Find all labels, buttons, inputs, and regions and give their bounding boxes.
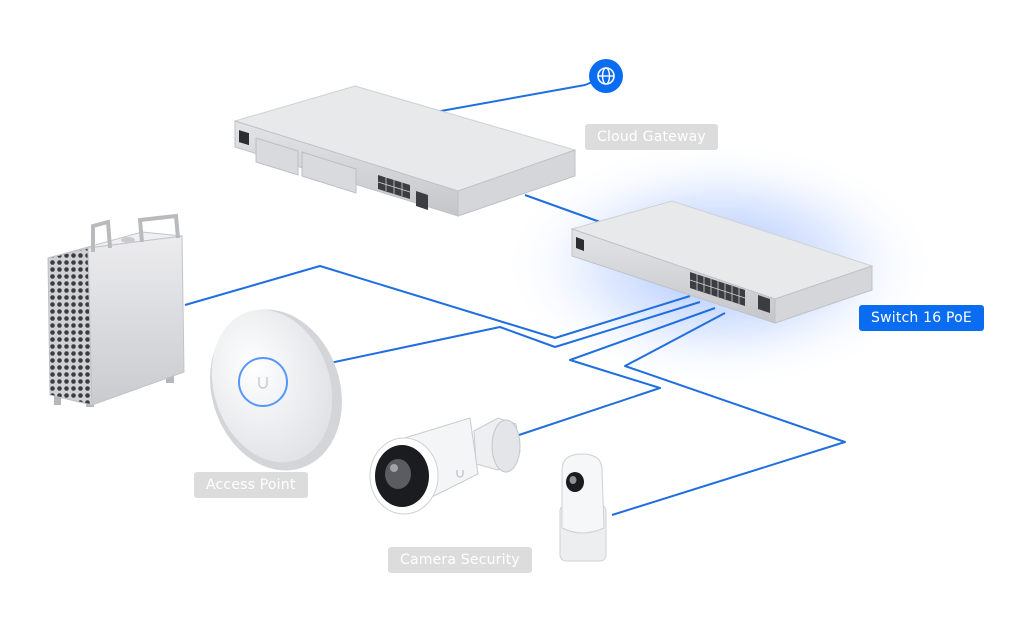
- flex-camera-device: [559, 453, 607, 562]
- camera-security-label: Camera Security: [388, 547, 532, 573]
- computer-tower: [47, 213, 185, 407]
- globe-icon[interactable]: [589, 59, 623, 93]
- cloud-gateway-label: Cloud Gateway: [585, 124, 718, 150]
- access-point-label: Access Point: [194, 472, 308, 498]
- cable-camera-flex: [611, 312, 846, 516]
- access-point-device: [210, 309, 342, 471]
- cable-computer: [184, 265, 691, 339]
- cable-gateway-switch: [524, 194, 601, 223]
- switch-16-poe-device: [570, 200, 874, 324]
- cloud-gateway-device: [233, 85, 577, 217]
- cable-camera-bullet: [509, 307, 716, 439]
- bullet-camera-device: [369, 417, 521, 515]
- cable-access-point: [291, 301, 701, 372]
- switch-label: Switch 16 PoE: [859, 305, 984, 331]
